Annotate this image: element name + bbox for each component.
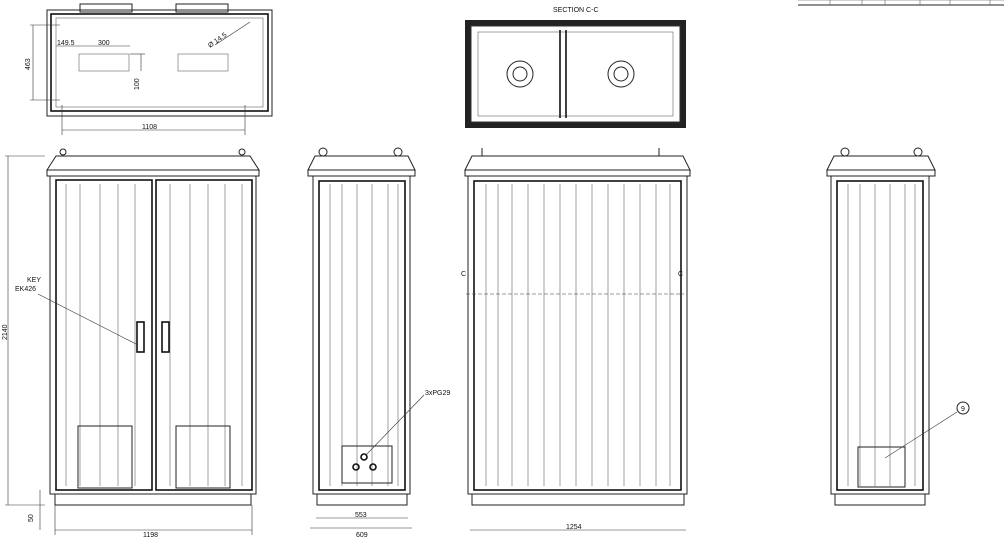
dim-offset-label: 149.5 — [57, 40, 75, 47]
side-view: 3xPG29 553 609 — [307, 147, 450, 539]
section-mark-left: C — [461, 271, 466, 278]
door-handle-right — [161, 321, 170, 353]
dim-cutout-height-label: 100 — [134, 78, 141, 90]
section-c-c-view: SECTION C-C — [465, 7, 686, 128]
right-side-view: 9 — [826, 147, 970, 506]
dim-inner-label: 553 — [355, 512, 367, 519]
gland-label: 3xPG29 — [425, 390, 450, 397]
dim-hole-label: Ø 14.5 — [207, 32, 228, 50]
key-code-label: EK426 — [15, 286, 36, 293]
plan-view: 149.5 300 Ø 14.5 463 100 1108 — [25, 3, 273, 135]
door-handle-left — [136, 321, 145, 353]
dim-depth-label: 463 — [25, 58, 32, 70]
front-view: KEY EK426 2140 50 1198 — [2, 148, 260, 539]
dim-width-label: 1198 — [143, 532, 158, 539]
title-block-table — [798, 0, 1004, 6]
key-label: KEY — [27, 277, 41, 284]
dim-width-label: 1108 — [142, 124, 157, 131]
dim-base-label: 50 — [28, 514, 35, 522]
dim-width-label: 1254 — [566, 524, 582, 531]
dim-outer-label: 609 — [356, 532, 368, 539]
rear-view: C C 1254 — [461, 148, 691, 531]
section-mark-right: C — [678, 271, 683, 278]
section-title: SECTION C-C — [553, 7, 599, 14]
dim-height-label: 2140 — [2, 324, 9, 340]
dim-cutout-width-label: 300 — [98, 40, 110, 47]
callout-number: 9 — [961, 406, 965, 413]
